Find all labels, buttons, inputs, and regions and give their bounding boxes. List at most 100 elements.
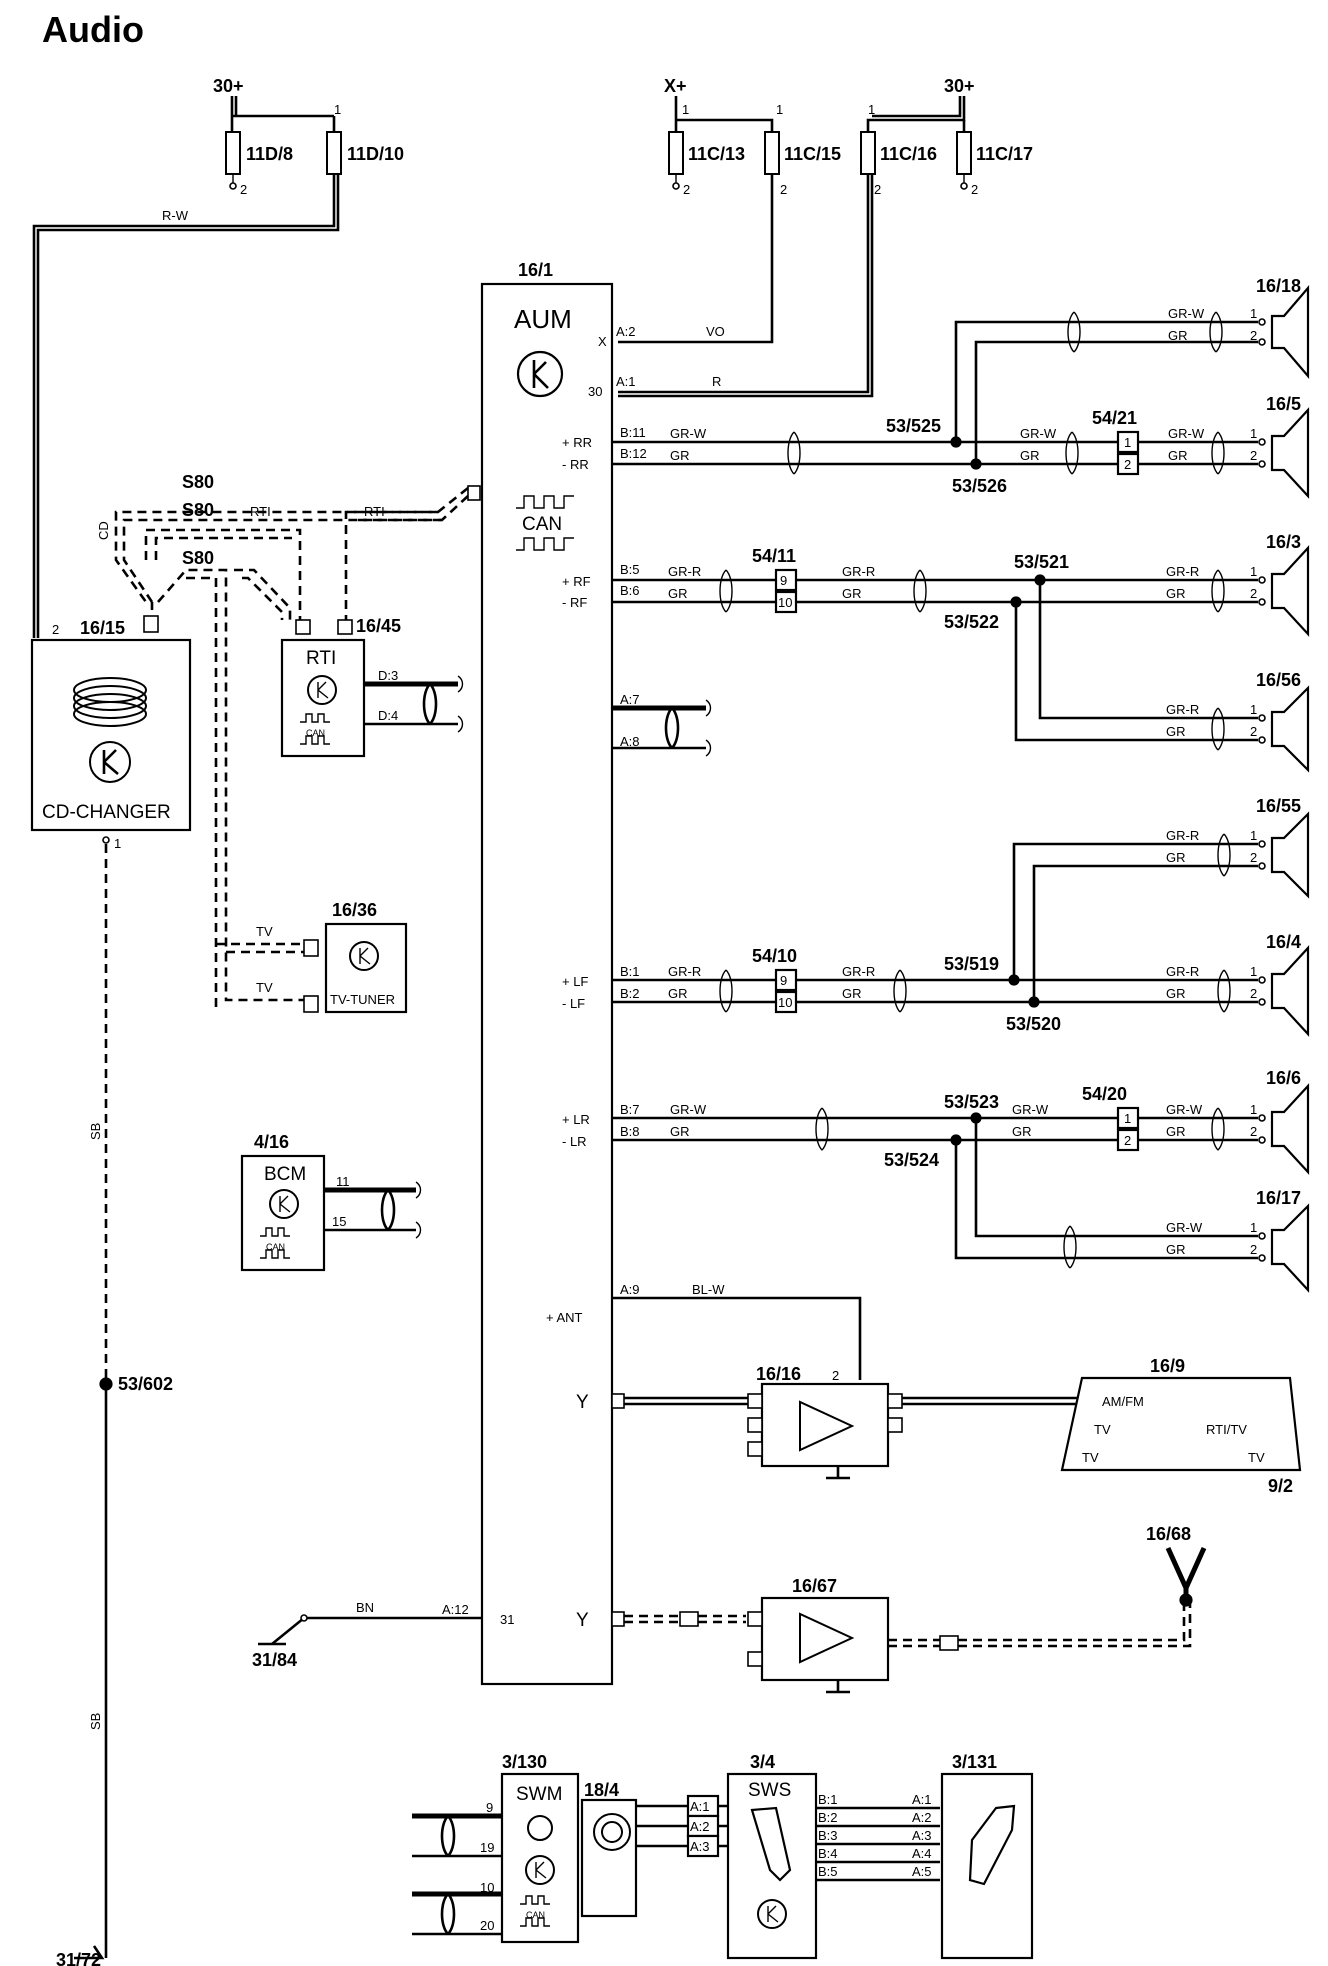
svg-text:2: 2 bbox=[1250, 986, 1257, 1001]
svg-text:16/16: 16/16 bbox=[756, 1364, 801, 1384]
a7-a8-stub bbox=[612, 699, 712, 757]
tv-tuner: 16/36 TV-TUNER bbox=[303, 900, 408, 1014]
svg-text:1: 1 bbox=[868, 102, 875, 117]
svg-text:GR-R: GR-R bbox=[1166, 702, 1199, 717]
splice-53-526 bbox=[970, 458, 982, 470]
svg-text:54/21: 54/21 bbox=[1092, 408, 1137, 428]
svg-text:16/6: 16/6 bbox=[1266, 1068, 1301, 1088]
speaker-icon bbox=[1270, 945, 1310, 1037]
svg-text:GR: GR bbox=[670, 1124, 690, 1139]
svg-text:RTI/TV: RTI/TV bbox=[1206, 1422, 1247, 1437]
svg-text:R: R bbox=[712, 374, 721, 389]
svg-text:RTI: RTI bbox=[250, 504, 271, 519]
control-module-icon bbox=[307, 675, 337, 705]
svg-text:B:3: B:3 bbox=[818, 1828, 838, 1843]
svg-text:53/524: 53/524 bbox=[884, 1150, 939, 1170]
fuse-11c15 bbox=[764, 131, 780, 175]
fuse-11d8-label: 11D/8 bbox=[246, 144, 293, 164]
svg-text:2: 2 bbox=[52, 622, 59, 637]
svg-text:31/84: 31/84 bbox=[252, 1650, 297, 1670]
svg-text:+ RF: + RF bbox=[562, 574, 591, 589]
svg-text:- RR: - RR bbox=[562, 457, 589, 472]
svg-text:53/525: 53/525 bbox=[886, 416, 941, 436]
splice-53-523 bbox=[970, 1112, 982, 1124]
svg-text:B:2: B:2 bbox=[818, 1810, 838, 1825]
svg-text:GR-R: GR-R bbox=[668, 564, 701, 579]
svg-text:- RF: - RF bbox=[562, 595, 587, 610]
svg-text:31: 31 bbox=[500, 1612, 514, 1627]
svg-text:VO: VO bbox=[706, 324, 725, 339]
svg-text:B:11: B:11 bbox=[620, 425, 646, 440]
svg-text:- LF: - LF bbox=[562, 996, 585, 1011]
fuse-group-left: 30+ 2 1 11D/8 11D/10 bbox=[213, 76, 404, 197]
svg-text:54/10: 54/10 bbox=[752, 946, 797, 966]
sb-ground-wire: 53/602 SB SB 31/72 bbox=[56, 844, 173, 1966]
svg-text:TV: TV bbox=[256, 924, 273, 939]
svg-text:A:3: A:3 bbox=[912, 1828, 932, 1843]
rti-module: 16/45 RTI CAN D:3 D:4 bbox=[280, 616, 464, 758]
svg-text:9: 9 bbox=[780, 573, 787, 588]
supply-30-left: 30+ bbox=[213, 76, 244, 96]
svg-text:CAN: CAN bbox=[266, 1242, 285, 1252]
svg-text:SB: SB bbox=[88, 1713, 103, 1730]
svg-text:54/20: 54/20 bbox=[1082, 1084, 1127, 1104]
fuse-11d8 bbox=[225, 131, 241, 175]
svg-text:1: 1 bbox=[1250, 1102, 1257, 1117]
rr-circuit: 1 2 54/21 53/525 53/526 GR-W GR GR-W GR … bbox=[612, 306, 1258, 496]
svg-text:10: 10 bbox=[480, 1880, 494, 1895]
svg-text:16/5: 16/5 bbox=[1266, 394, 1301, 414]
svg-text:16/45: 16/45 bbox=[356, 616, 401, 636]
svg-text:TV: TV bbox=[1094, 1422, 1111, 1437]
ground-31-84: BN 31/84 bbox=[252, 1600, 482, 1670]
svg-text:1: 1 bbox=[1124, 435, 1131, 450]
svg-text:A:2: A:2 bbox=[616, 324, 636, 339]
can-bus-wiring: S80 S80 S80 RTI RTI CD TV TV bbox=[96, 472, 469, 1008]
speakers: 16/18 1 2 16/5 1 2 16/3 1 2 16/56 1 2 bbox=[1250, 276, 1310, 1293]
control-module-icon bbox=[269, 1189, 299, 1219]
fuse-11c13 bbox=[668, 131, 684, 175]
svg-text:B:2: B:2 bbox=[620, 986, 640, 1001]
speaker-16-6: 16/6 1 2 bbox=[1250, 1068, 1310, 1175]
aum-module: 16/1 AUM CAN bbox=[467, 260, 614, 1686]
svg-text:+ LR: + LR bbox=[562, 1112, 590, 1127]
clock-spring-icon bbox=[593, 1813, 631, 1851]
svg-text:GR: GR bbox=[1166, 586, 1186, 601]
supply-x: X+ bbox=[664, 76, 687, 96]
svg-text:53/519: 53/519 bbox=[944, 954, 999, 974]
svg-text:TV: TV bbox=[256, 980, 273, 995]
svg-text:GR-W: GR-W bbox=[1166, 1102, 1203, 1117]
svg-text:GR-W: GR-W bbox=[1168, 426, 1205, 441]
control-module-icon bbox=[516, 350, 564, 398]
svg-text:31/72: 31/72 bbox=[56, 1950, 101, 1966]
svg-text:1: 1 bbox=[776, 102, 783, 117]
svg-text:9: 9 bbox=[780, 973, 787, 988]
svg-text:GR-R: GR-R bbox=[1166, 964, 1199, 979]
splice-53-520 bbox=[1028, 996, 1040, 1008]
speaker-16-4: 16/4 1 2 bbox=[1250, 932, 1310, 1037]
antenna-window bbox=[1060, 1376, 1302, 1472]
svg-text:16/56: 16/56 bbox=[1256, 670, 1301, 690]
svg-text:+ RR: + RR bbox=[562, 435, 592, 450]
svg-text:2: 2 bbox=[683, 182, 690, 197]
aum-pins: X A:2 30 A:1 + RR - RR B:11 B:12 + RF - … bbox=[442, 324, 647, 1627]
svg-text:GR: GR bbox=[1012, 1124, 1032, 1139]
svg-text:A:4: A:4 bbox=[912, 1846, 932, 1861]
svg-text:B:5: B:5 bbox=[620, 562, 640, 577]
svg-text:A:8: A:8 bbox=[620, 734, 640, 749]
fuse-11c13-label: 11C/13 bbox=[688, 144, 745, 164]
svg-text:A:1: A:1 bbox=[912, 1792, 932, 1807]
speaker-16-55: 16/55 1 2 bbox=[1250, 796, 1310, 899]
speaker-16-5: 16/5 1 2 bbox=[1250, 394, 1310, 499]
splice-53-521 bbox=[1034, 574, 1046, 586]
speaker-icon bbox=[1270, 285, 1310, 379]
antenna-window-16-9: 16/9 AM/FM TV TV RTI/TV TV 9/2 bbox=[1060, 1356, 1302, 1496]
svg-text:GR: GR bbox=[668, 986, 688, 1001]
svg-text:2: 2 bbox=[874, 182, 881, 197]
speaker-16-18: 16/18 1 2 bbox=[1250, 276, 1310, 379]
svg-text:X: X bbox=[598, 334, 607, 349]
svg-text:GR-R: GR-R bbox=[1166, 564, 1199, 579]
speaker-icon bbox=[1270, 685, 1310, 773]
antenna-icon: Y bbox=[576, 1610, 589, 1631]
svg-text:2: 2 bbox=[1250, 448, 1257, 463]
svg-text:53/520: 53/520 bbox=[1006, 1014, 1061, 1034]
